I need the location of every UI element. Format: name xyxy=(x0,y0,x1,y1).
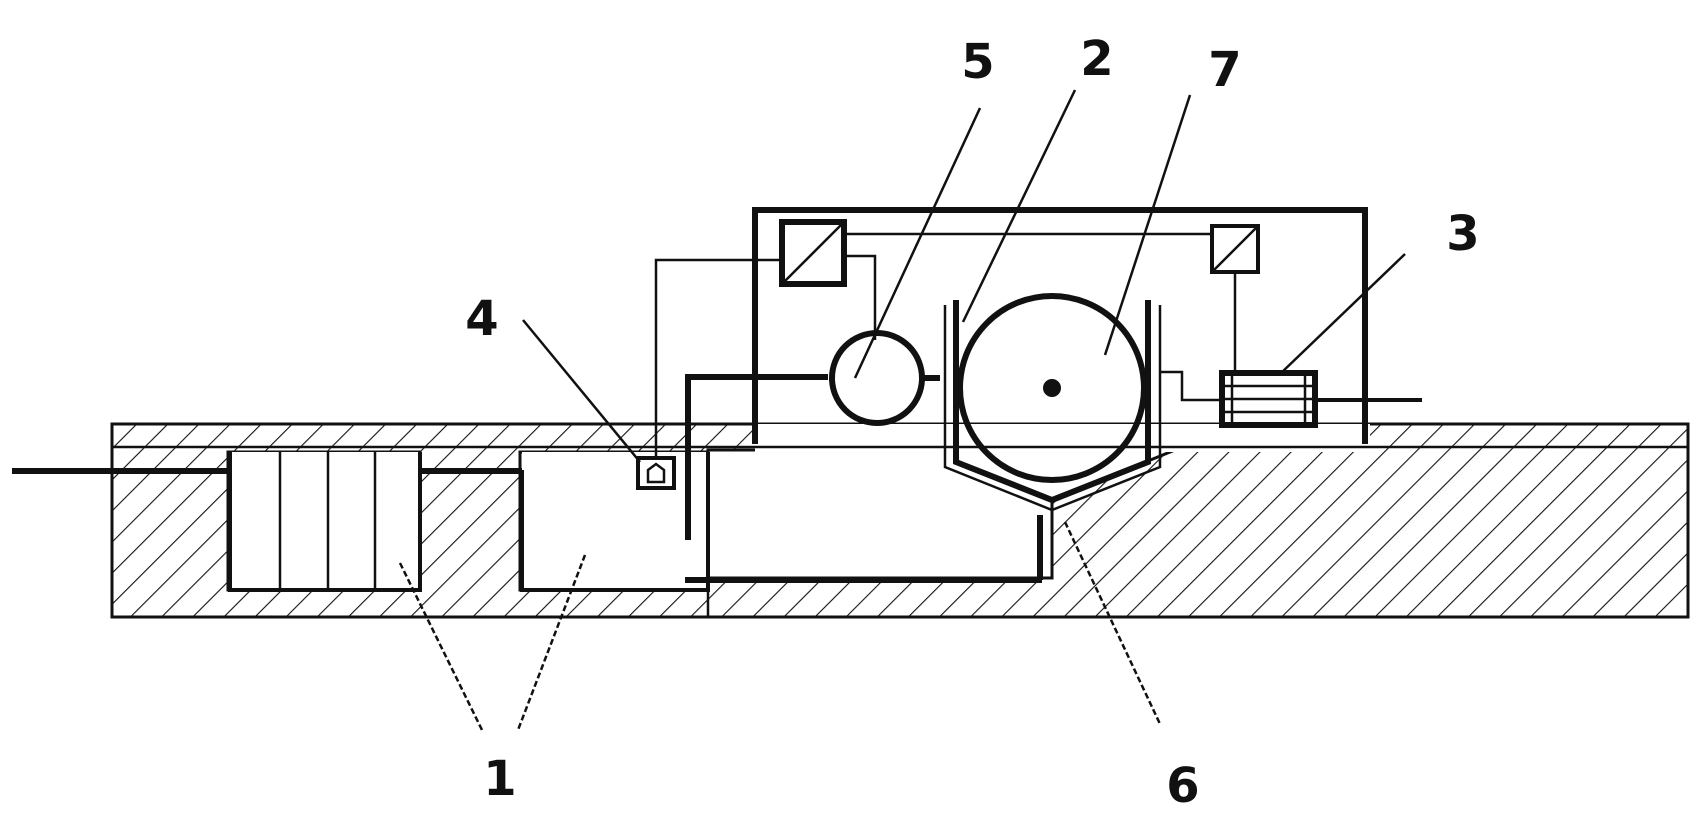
label-6: 6 xyxy=(1166,758,1199,814)
machine-housing xyxy=(752,207,1368,444)
sensor-4 xyxy=(636,456,676,490)
label-1: 1 xyxy=(483,751,516,807)
label-7: 7 xyxy=(1208,42,1241,98)
pump-5 xyxy=(829,330,940,426)
leader-lines xyxy=(398,89,1406,731)
pipes xyxy=(12,258,1043,583)
label-5: 5 xyxy=(961,34,994,90)
control-box-left xyxy=(779,219,847,287)
signal-wires xyxy=(844,232,1237,372)
control-box-right xyxy=(1210,224,1260,274)
label-3: 3 xyxy=(1446,206,1479,262)
motor-3 xyxy=(1160,370,1422,428)
settling-tank-middle xyxy=(520,452,710,592)
settling-tank-left xyxy=(228,452,422,592)
label-2: 2 xyxy=(1080,31,1113,87)
label-4: 4 xyxy=(465,291,498,347)
drum-7 xyxy=(957,293,1147,483)
hopper-2 xyxy=(943,300,1162,512)
